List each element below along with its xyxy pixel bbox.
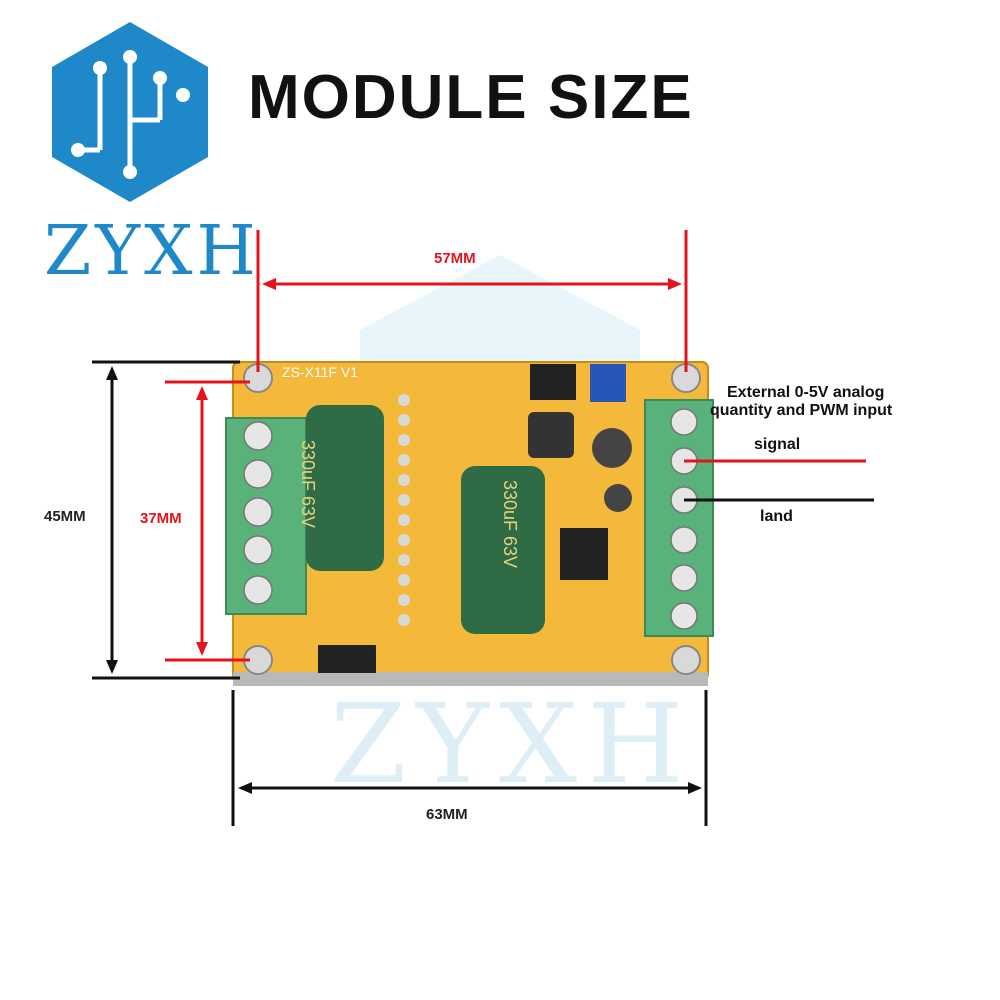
input-description-line1: External 0-5V analog (727, 384, 885, 401)
dimension-label-37mm: 37MM (140, 510, 182, 527)
page-title: MODULE SIZE (248, 63, 694, 132)
dimension-45mm (92, 360, 240, 680)
silkscreen-model: ZS-X11F V1 (282, 364, 358, 380)
brand-name: ZYXH (44, 212, 260, 291)
logo-icon (52, 22, 208, 202)
land-label: land (760, 508, 793, 525)
dimension-label-45mm: 45MM (44, 508, 86, 525)
dimension-37mm (165, 380, 250, 662)
dimension-label-63mm: 63MM (426, 806, 468, 823)
watermark-text: ZYXH (330, 680, 694, 808)
capacitor-right-label: 330uF 63V (500, 480, 520, 569)
pcb-board (225, 361, 714, 686)
input-description-line2: quantity and PWM input (710, 402, 893, 419)
dimension-63mm (231, 690, 708, 826)
dimension-label-57mm: 57MM (434, 250, 476, 267)
signal-label: signal (754, 436, 801, 453)
dimension-57mm (256, 230, 688, 372)
capacitor-left-label: 330uF 63V (298, 440, 318, 529)
